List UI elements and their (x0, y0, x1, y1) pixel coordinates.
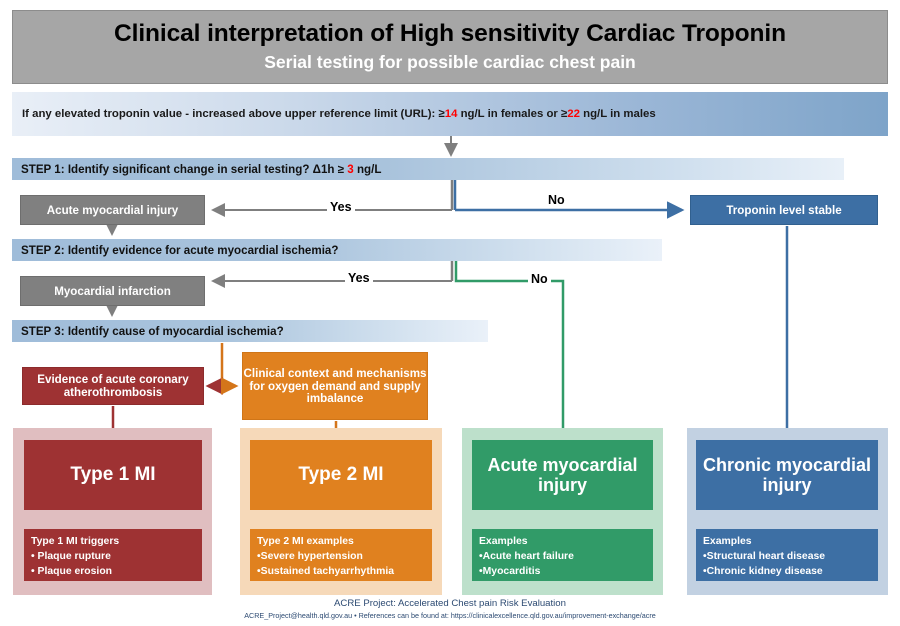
url-male-value: 22 (567, 108, 580, 120)
panel-bullet: •Structural heart disease (703, 550, 826, 562)
panel-body-type-1-mi: Type 1 MI triggers • Plaque rupture • Pl… (24, 529, 202, 581)
step-2-label: STEP 2: Identify evidence for acute myoc… (21, 243, 339, 257)
node-evidence-acute-coronary-atherothrombosis: Evidence of acute coronary atherothrombo… (22, 367, 204, 405)
footer-contact-line: ACRE_Project@health.qld.gov.au • Referen… (0, 611, 900, 620)
panel-bullet: •Chronic kidney disease (703, 565, 823, 577)
step-1-value: 3 (347, 162, 354, 176)
panel-title-type-2-mi: Type 2 MI (250, 440, 432, 510)
connector-label-step2-yes: Yes (345, 271, 373, 285)
upper-reference-limit-banner: If any elevated troponin value - increas… (12, 92, 888, 136)
url-text-after: ng/L in males (579, 108, 656, 120)
step-1-text: STEP 1: Identify significant change in s… (21, 162, 348, 176)
step-3-bar: STEP 3: Identify cause of myocardial isc… (12, 320, 488, 342)
step-1-unit: ng/L (353, 162, 382, 176)
footer-separator: • References can be found at: (352, 610, 451, 620)
node-clinical-context-oxygen-imbalance: Clinical context and mechanisms for oxyg… (242, 352, 428, 420)
url-banner-text: If any elevated troponin value - increas… (12, 108, 656, 120)
page-subtitle: Serial testing for possible cardiac ches… (264, 52, 636, 73)
panel-body-acute-myocardial-injury: Examples •Acute heart failure •Myocardit… (472, 529, 653, 581)
connector-label-step2-no: No (528, 272, 551, 286)
step-3-label: STEP 3: Identify cause of myocardial isc… (21, 324, 284, 338)
connector-label-step1-yes: Yes (327, 200, 355, 214)
panel-body-chronic-myocardial-injury: Examples •Structural heart disease •Chro… (696, 529, 878, 581)
panel-body-type-2-mi: Type 2 MI examples •Severe hypertension … (250, 529, 432, 581)
node-myocardial-infarction: Myocardial infarction (20, 276, 205, 306)
panel-bullet: • Plaque erosion (31, 565, 113, 577)
footer-url[interactable]: https://clinicalexcellence.qld.gov.au/im… (450, 610, 656, 620)
panel-body-heading: Examples (479, 536, 528, 547)
node-acute-myocardial-injury: Acute myocardial injury (20, 195, 205, 225)
panel-bullet: •Sustained tachyarrhythmia (257, 565, 395, 577)
url-female-value: 14 (444, 108, 458, 120)
panel-bullet: •Myocarditis (479, 565, 541, 577)
step-1-bar: STEP 1: Identify significant change in s… (12, 158, 844, 180)
step-1-label: STEP 1: Identify significant change in s… (12, 163, 381, 176)
panel-title-acute-myocardial-injury: Acute myocardial injury (472, 440, 653, 510)
footer-email[interactable]: ACRE_Project@health.qld.gov.au (244, 610, 353, 620)
node-troponin-level-stable: Troponin level stable (690, 195, 878, 225)
panel-bullet: • Plaque rupture (31, 550, 111, 562)
footer: ACRE Project: Accelerated Chest pain Ris… (0, 598, 900, 620)
page-title: Clinical interpretation of High sensitiv… (114, 20, 786, 48)
panel-bullet: •Severe hypertension (257, 550, 363, 562)
footer-project-name: ACRE Project: Accelerated Chest pain Ris… (334, 598, 566, 609)
panel-body-heading: Examples (703, 536, 752, 547)
title-banner: Clinical interpretation of High sensitiv… (12, 10, 888, 84)
panel-title-chronic-myocardial-injury: Chronic myocardial injury (696, 440, 878, 510)
panel-title-type-1-mi: Type 1 MI (24, 440, 202, 510)
step-2-bar: STEP 2: Identify evidence for acute myoc… (12, 239, 662, 261)
panel-body-heading: Type 2 MI examples (257, 536, 354, 547)
url-text-mid: ng/L in females or ≥ (457, 108, 568, 120)
connector-label-step1-no: No (545, 193, 568, 207)
panel-body-heading: Type 1 MI triggers (31, 536, 120, 547)
url-text-before: If any elevated troponin value - increas… (22, 108, 445, 120)
panel-bullet: •Acute heart failure (479, 550, 574, 562)
